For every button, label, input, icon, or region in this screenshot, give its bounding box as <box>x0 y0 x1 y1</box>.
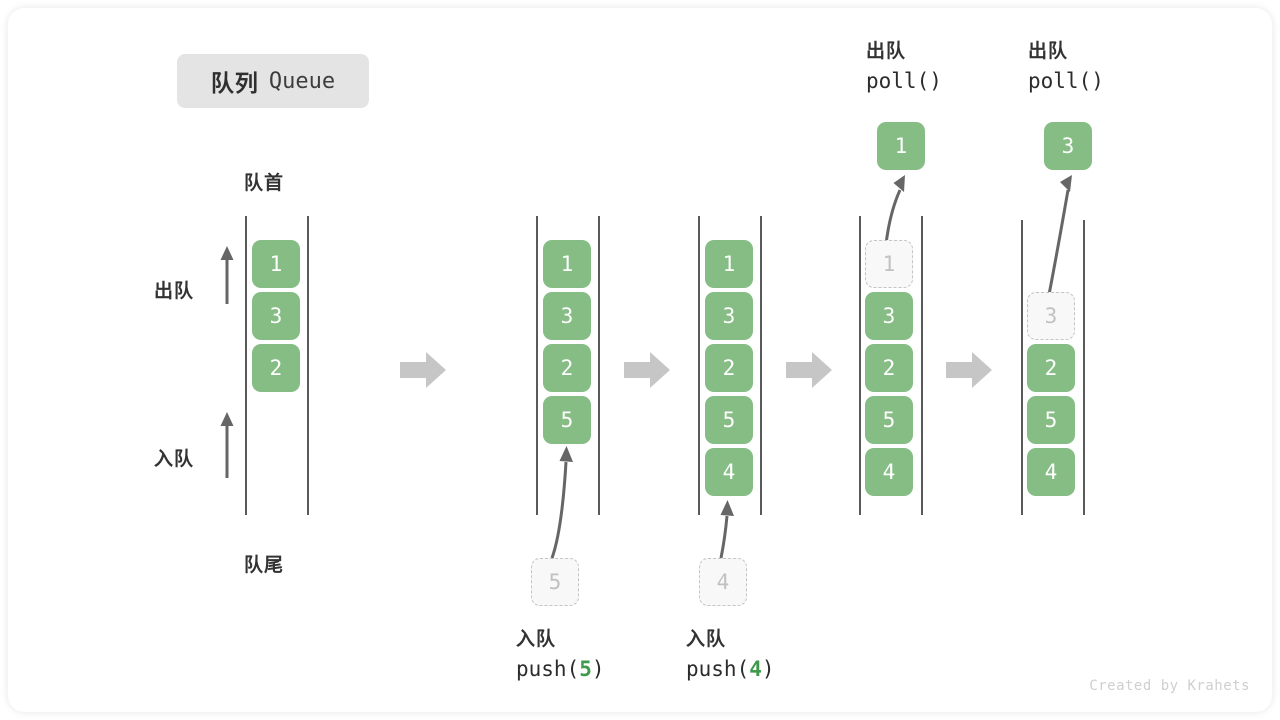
stage1-element-2: 2 <box>252 344 300 392</box>
stage2-code-prefix: push( <box>516 656 580 681</box>
stage5-polled-element: 3 <box>1044 122 1092 170</box>
stage3-code-arg: 4 <box>749 656 762 681</box>
stage4-element-4: 4 <box>865 448 913 496</box>
stage4-rail-left <box>859 216 861 515</box>
stage3-caption: 入队 push(4) <box>686 626 775 684</box>
flow-arrow-4 <box>946 352 992 388</box>
stage2-rail-right <box>598 216 600 515</box>
stage3-code-prefix: push( <box>686 656 750 681</box>
stage1-element-0: 1 <box>252 240 300 288</box>
stage4-element-0-ghost: 1 <box>865 240 913 288</box>
stage5-caption-code: poll() <box>1028 68 1104 93</box>
stage3-push-arrow <box>719 500 734 559</box>
diagram-canvas: 队列 Queue 队首 队尾 出队 入队 1 3 2 1 3 2 5 5 入队 … <box>8 8 1272 712</box>
stage3-element-2: 2 <box>705 344 753 392</box>
stage5-element-2: 5 <box>1027 396 1075 444</box>
stage2-caption: 入队 push(5) <box>516 626 605 684</box>
enqueue-direction-arrow <box>220 412 234 478</box>
stage1-rail-right <box>307 216 309 515</box>
queue-tail-label: 队尾 <box>244 555 285 576</box>
stage5-element-3: 4 <box>1027 448 1075 496</box>
stage2-rail-left <box>536 216 538 515</box>
stage4-caption: 出队 poll() <box>866 38 942 96</box>
stage3-rail-right <box>760 216 762 515</box>
stage1-rail-left <box>245 216 247 515</box>
stage3-caption-code: push(4) <box>686 654 775 684</box>
stage5-caption-cn: 出队 <box>1028 41 1069 62</box>
stage1-element-1: 3 <box>252 292 300 340</box>
stage4-poll-arrow <box>884 175 905 245</box>
stage3-element-3: 5 <box>705 396 753 444</box>
stage2-caption-cn: 入队 <box>516 629 557 650</box>
stage2-element-2: 2 <box>543 344 591 392</box>
stage4-element-2: 2 <box>865 344 913 392</box>
stage2-code-arg: 5 <box>579 656 592 681</box>
title-badge: 队列 Queue <box>177 54 369 108</box>
flow-arrow-2 <box>624 352 670 388</box>
stage2-code-suffix: ) <box>591 656 605 681</box>
stage5-rail-right <box>1083 220 1085 515</box>
watermark: Created by Krahets <box>1089 678 1250 694</box>
stage2-incoming-ghost: 5 <box>531 558 579 606</box>
flow-arrow-1 <box>400 352 446 388</box>
stage2-element-0: 1 <box>543 240 591 288</box>
stage4-element-3: 5 <box>865 396 913 444</box>
stage3-caption-cn: 入队 <box>686 629 727 650</box>
stage3-element-0: 1 <box>705 240 753 288</box>
dequeue-direction-label: 出队 <box>154 281 195 302</box>
stage5-element-1: 2 <box>1027 344 1075 392</box>
enqueue-direction-label: 入队 <box>154 449 195 470</box>
stage4-rail-right <box>921 216 923 515</box>
queue-head-label: 队首 <box>244 173 285 194</box>
stage5-caption: 出队 poll() <box>1028 38 1104 96</box>
stage3-code-suffix: ) <box>761 656 775 681</box>
stage4-caption-cn: 出队 <box>866 41 907 62</box>
stage2-element-1: 3 <box>543 292 591 340</box>
stage4-element-1: 3 <box>865 292 913 340</box>
stage3-incoming-ghost: 4 <box>699 558 747 606</box>
stage5-rail-left <box>1021 220 1023 515</box>
title-cn: 队列 <box>210 70 259 96</box>
stage3-element-4: 4 <box>705 448 753 496</box>
stage2-caption-code: push(5) <box>516 654 605 684</box>
stage5-poll-arrow <box>1046 175 1072 301</box>
stage3-element-1: 3 <box>705 292 753 340</box>
stage3-rail-left <box>698 216 700 515</box>
title-en: Queue <box>268 68 336 94</box>
stage4-caption-code: poll() <box>866 68 942 93</box>
stage2-push-arrow <box>550 446 573 559</box>
stage4-polled-element: 1 <box>877 122 925 170</box>
stage2-element-3: 5 <box>543 396 591 444</box>
flow-arrow-3 <box>786 352 832 388</box>
dequeue-direction-arrow <box>220 246 234 304</box>
stage5-element-0-ghost: 3 <box>1027 292 1075 340</box>
